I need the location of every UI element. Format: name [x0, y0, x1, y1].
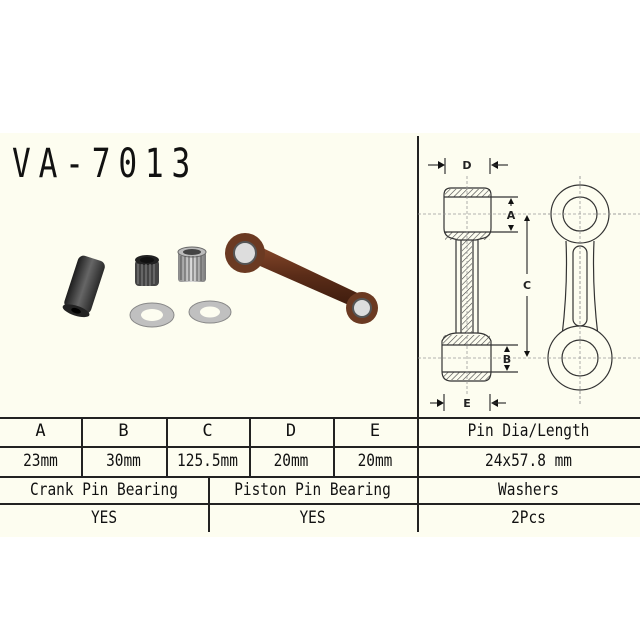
washers-value: 2Pcs	[511, 508, 546, 528]
diagram-label-e: E	[463, 397, 471, 410]
value-c: 125.5mm	[177, 451, 238, 471]
diagram-divider	[417, 136, 419, 417]
header-b: B	[118, 421, 129, 441]
diagram-label-d: D	[462, 159, 471, 172]
value-d: 20mm	[273, 451, 309, 471]
crank-pin-bearing-value: YES	[90, 508, 118, 528]
washer-icon	[188, 300, 232, 324]
header-pin-dia-length: Pin Dia/Length	[467, 421, 590, 441]
connecting-rod-icon	[225, 233, 378, 324]
header-e: E	[369, 421, 381, 441]
part-number-title: VA-7013	[12, 141, 199, 187]
crank-pin-bearing-label: Crank Pin Bearing	[30, 480, 178, 500]
product-photo	[62, 233, 378, 328]
value-a: 23mm	[23, 451, 58, 471]
washers-label: Washers	[498, 480, 559, 500]
piston-pin-bearing-value: YES	[299, 508, 326, 528]
needle-bearing-small-icon	[135, 255, 159, 286]
diagram-label-a: A	[507, 209, 516, 222]
piston-pin-icon	[62, 255, 105, 318]
header-d: D	[285, 421, 297, 441]
needle-bearing-cage-icon	[177, 246, 207, 282]
value-pin-dia-length: 24x57.8 mm	[484, 451, 572, 471]
diagram-label-c: C	[523, 279, 531, 292]
piston-pin-bearing-label: Piston Pin Bearing	[234, 480, 391, 500]
connecting-rod-diagram: D A B C E	[418, 158, 640, 411]
diagram-label-b: B	[503, 353, 511, 366]
product-panel	[0, 133, 640, 537]
header-c: C	[202, 421, 213, 441]
value-b: 30mm	[106, 451, 141, 471]
washer-icon	[129, 302, 175, 328]
value-e: 20mm	[357, 451, 393, 471]
header-a: A	[35, 421, 46, 441]
